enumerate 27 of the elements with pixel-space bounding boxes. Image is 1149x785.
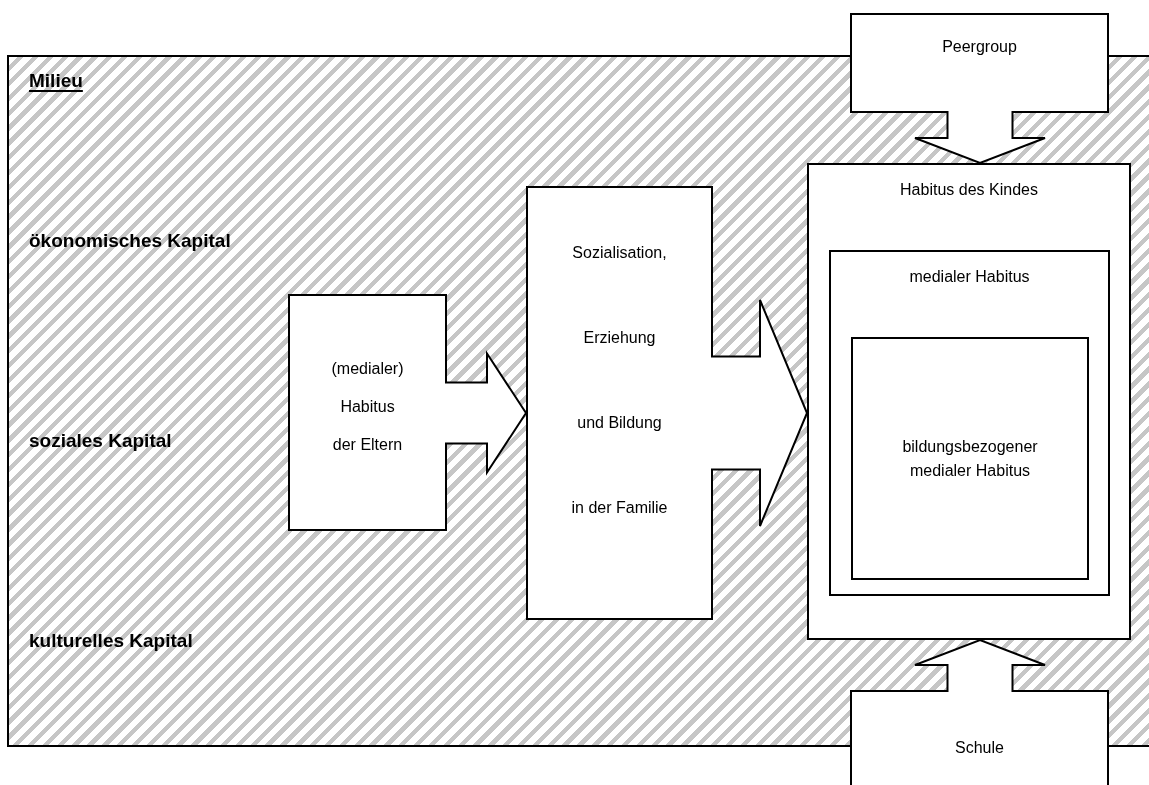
box-label: Schule (955, 738, 1004, 758)
block-arrow (914, 110, 1046, 165)
process-box (850, 690, 1109, 785)
region-heading: Milieu (29, 70, 83, 92)
box-label: (medialer) (331, 359, 404, 379)
box-label: Habitus des Kindes (900, 180, 1038, 200)
process-box (526, 186, 713, 620)
block-arrow (914, 638, 1046, 693)
box-label: Erziehung (583, 328, 656, 348)
box-label: Sozialisation, (572, 243, 667, 263)
process-box (288, 294, 447, 531)
capital-label: soziales Kapital (29, 430, 172, 452)
capital-label: kulturelles Kapital (29, 630, 193, 652)
block-arrow (710, 299, 809, 527)
process-box (850, 13, 1109, 113)
box-label: und Bildung (577, 413, 662, 433)
process-box (851, 337, 1089, 580)
block-arrow (444, 350, 528, 476)
box-label: in der Familie (571, 498, 668, 518)
process-box (807, 163, 1131, 640)
box-label: der Eltern (332, 435, 403, 455)
process-box (829, 250, 1110, 596)
box-label: Peergroup (942, 37, 1017, 57)
box-label: bildungsbezogener medialer Habitus (901, 436, 1039, 481)
capital-label: ökonomisches Kapital (29, 230, 231, 252)
box-label: medialer Habitus (909, 267, 1030, 287)
box-label: Habitus (340, 397, 395, 417)
